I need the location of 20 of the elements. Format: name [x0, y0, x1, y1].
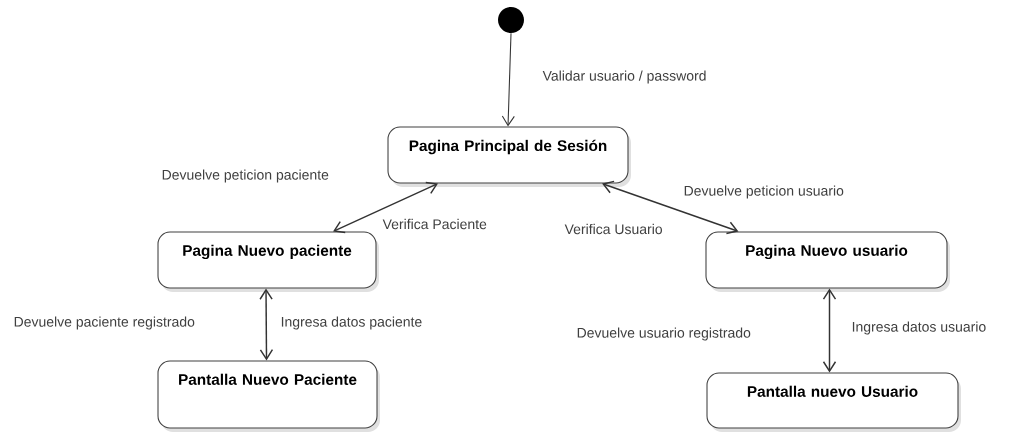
- edge-label: Verifica Paciente: [382, 218, 487, 230]
- arrow: [259, 288, 274, 361]
- start-dot: [498, 7, 524, 33]
- state-box: Pagina Nuevo usuario: [705, 231, 950, 292]
- edge-label: Verifica Usuario: [564, 223, 662, 235]
- transition-note: Devuelve paciente registrado: [14, 316, 195, 330]
- state-box: Pagina Principal de Sesión: [387, 126, 631, 187]
- transition-note: Devuelve peticion paciente: [162, 169, 329, 183]
- arrow: [333, 181, 438, 234]
- transition-note: Devuelve usuario registrado: [577, 327, 751, 341]
- state-box: Pagina Nuevo paciente: [157, 231, 379, 292]
- arrow: [822, 288, 837, 373]
- edge-label: Validar usuario / password: [542, 70, 706, 84]
- edge-label: Ingresa datos usuario: [852, 321, 986, 335]
- state-box: Pantalla Nuevo Paciente: [157, 360, 380, 432]
- transition-note: Devuelve peticion usuario: [684, 185, 844, 199]
- arrow: [602, 180, 739, 235]
- arrow: [501, 32, 515, 127]
- state-box: Pantalla nuevo Usuario: [706, 372, 961, 432]
- edge-label: Ingresa datos paciente: [281, 316, 422, 330]
